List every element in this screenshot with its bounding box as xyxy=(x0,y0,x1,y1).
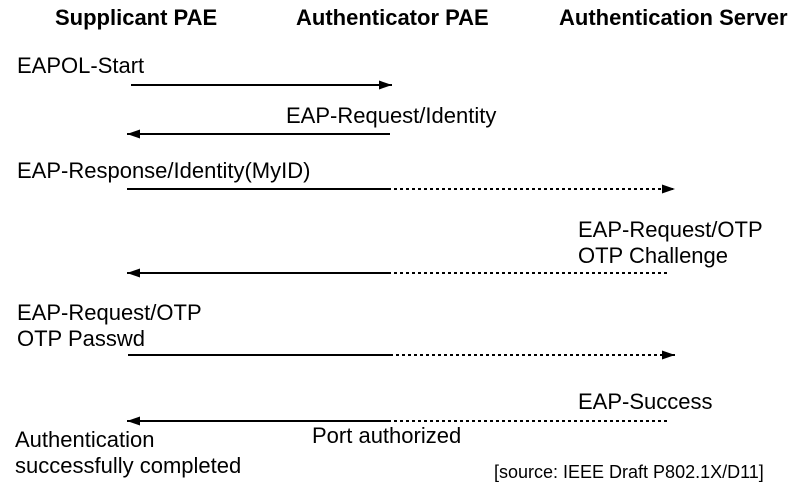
message-label-eap-request-identity: EAP-Request/Identity xyxy=(286,103,497,128)
eap-success-arrow-head xyxy=(127,416,140,426)
status-label-authentication-completed: Authentication successfully completed xyxy=(15,427,242,478)
message-label-eapol-start: EAPOL-Start xyxy=(17,53,145,78)
message-label-eap-success: EAP-Success xyxy=(578,389,713,414)
message-label-eap-response-identity: EAP-Response/Identity(MyID) xyxy=(17,158,311,183)
eap-response-otp-passwd-arrow-head xyxy=(662,350,675,360)
column-header-authentication-server: Authentication Server xyxy=(559,5,788,30)
message-label-eap-request-otp-challenge: EAP-Request/OTP OTP Challenge xyxy=(578,217,763,268)
eap-response-identity-arrow-head xyxy=(662,184,675,194)
column-header-authenticator-pae: Authenticator PAE xyxy=(296,5,489,30)
source-citation: [source: IEEE Draft P802.1X/D11] xyxy=(494,462,764,482)
status-label-port-authorized: Port authorized xyxy=(312,423,462,448)
eapol-start-arrow-head xyxy=(379,80,392,90)
eap-request-identity-arrow-head xyxy=(127,129,140,139)
message-label-eap-request-otp-passwd: EAP-Request/OTP OTP Passwd xyxy=(17,300,202,351)
column-header-supplicant-pae: Supplicant PAE xyxy=(55,5,218,30)
eap-request-otp-challenge-arrow-head xyxy=(127,268,140,278)
